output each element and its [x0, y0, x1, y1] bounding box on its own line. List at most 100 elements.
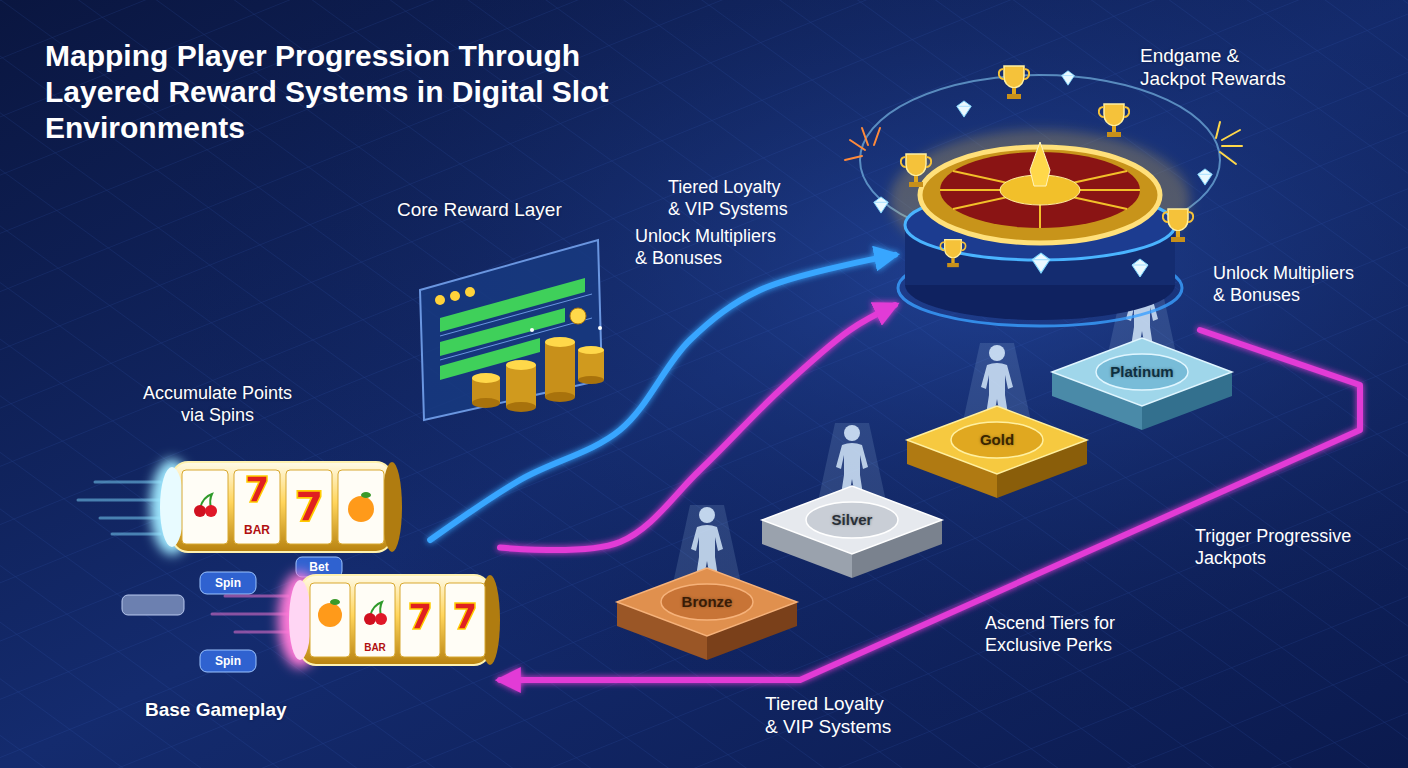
label-holder: Trigger Progressive Jackpots: [1195, 525, 1375, 569]
firework: [1216, 122, 1242, 164]
node-label: Base Gameplay: [145, 698, 365, 722]
tier-name: Silver: [757, 511, 947, 529]
wheel-pointer: [1030, 142, 1050, 186]
reward-panel: Core Reward Layer: [395, 196, 610, 421]
coin-top: [578, 346, 604, 354]
label-holder: BAR: [234, 521, 280, 539]
coin-top: [506, 360, 536, 370]
firework-ray: [874, 128, 880, 145]
node-label: Core Reward Layer: [397, 198, 607, 222]
orange-leaf: [330, 599, 340, 605]
flow-label: Trigger Progressive Jackpots: [1195, 525, 1375, 569]
tier-platform: Platinum: [1047, 330, 1237, 435]
panel-dot: [465, 287, 475, 297]
slot-body: [300, 575, 490, 665]
coin-stack: [545, 392, 575, 402]
reel: [355, 583, 395, 657]
slot-end-light: [160, 467, 184, 547]
reel: [182, 470, 228, 544]
cherry-icon: [364, 602, 387, 625]
label-holder: Tiered Loyalty & VIP Systems: [668, 176, 796, 220]
slot-body: [172, 462, 392, 552]
reel: [338, 470, 384, 544]
coin-stack: [472, 398, 500, 408]
diamond-icon: [1062, 71, 1075, 85]
label-holder: Tiered Loyalty & VIP Systems: [765, 692, 900, 738]
coin-stack: [506, 402, 536, 412]
reel: [445, 583, 485, 657]
diamond-icon: [957, 101, 971, 117]
panel: [420, 240, 602, 420]
tier-name: Platinum: [1047, 363, 1237, 381]
tier-name: Bronze: [612, 593, 802, 611]
trophy-icon: [999, 66, 1029, 99]
firework-ray: [1222, 130, 1240, 140]
blank-button: [122, 595, 184, 615]
reel-symbol: BAR: [234, 521, 280, 539]
firework-ray: [862, 128, 868, 145]
diamond-icon: [1198, 169, 1212, 185]
button-label: Spin: [200, 652, 256, 670]
flow-arrow: [500, 330, 1360, 680]
flow-label: Ascend Tiers for Exclusive Perks: [985, 612, 1135, 656]
slot-machine: Accumulate Points via Spins: [135, 378, 315, 538]
tier-platform: Silver: [757, 478, 947, 583]
flow-label: Tiered Loyalty & VIP Systems: [668, 176, 796, 220]
coin-top: [545, 337, 575, 347]
reel: [310, 583, 350, 657]
spin-button: [200, 572, 256, 594]
sparkle: [598, 326, 602, 330]
label-holder: Spin: [200, 574, 256, 592]
motion-streak: [78, 499, 160, 502]
node-label: Endgame & Jackpot Rewards: [1140, 44, 1305, 90]
platform-shape: [757, 478, 947, 583]
slot-machine-art: [200, 572, 500, 672]
seven-icon: [410, 603, 430, 629]
seven-icon: [247, 476, 267, 502]
slot-end-light: [289, 580, 311, 660]
panel-dot: [450, 291, 460, 301]
firework-ray: [1220, 152, 1236, 164]
trophy-icon: [901, 154, 931, 187]
label-holder: Spin: [200, 652, 256, 670]
platform-shape: [1047, 330, 1237, 435]
firework-ray: [1216, 122, 1220, 138]
sparkle: [530, 328, 534, 332]
title-block: Mapping Player Progression Through Layer…: [45, 38, 665, 146]
reel-symbol: BAR: [355, 641, 395, 655]
slot-end: [382, 462, 402, 552]
firework-ray: [850, 140, 865, 150]
orange-leaf: [361, 492, 371, 498]
reel: [286, 470, 332, 544]
trophy-icon: [1163, 209, 1193, 242]
motion-streak: [95, 481, 160, 484]
coin-top: [472, 373, 500, 383]
spin-button: [200, 650, 256, 672]
label-holder: Unlock Multipliers & Bonuses: [635, 225, 790, 269]
platform-shape: [612, 560, 802, 665]
motion-streak: [112, 533, 160, 536]
trophy-icon: [940, 240, 965, 267]
label-holder: Bet: [296, 558, 342, 576]
orange-icon: [348, 496, 374, 522]
label-holder: Unlock Multipliers & Bonuses: [1213, 262, 1363, 306]
label-holder: Ascend Tiers for Exclusive Perks: [985, 612, 1135, 656]
reward-panel-art: [420, 240, 604, 420]
firework-ray: [1222, 145, 1242, 147]
diamond-icon: [874, 197, 888, 213]
seven-icon: [297, 491, 320, 521]
tier-platform: Bronze: [612, 560, 802, 665]
reel: [234, 470, 280, 544]
button-label: Bet: [296, 558, 342, 576]
motion-streak: [225, 595, 288, 598]
diamond-icon: [1032, 253, 1050, 273]
flow-label: Tiered Loyalty & VIP Systems: [765, 692, 900, 738]
connectors: [430, 255, 1360, 680]
cherry-icon: [194, 494, 217, 517]
tier-platform: Gold: [902, 398, 1092, 503]
flow-label: Unlock Multipliers & Bonuses: [635, 225, 790, 269]
